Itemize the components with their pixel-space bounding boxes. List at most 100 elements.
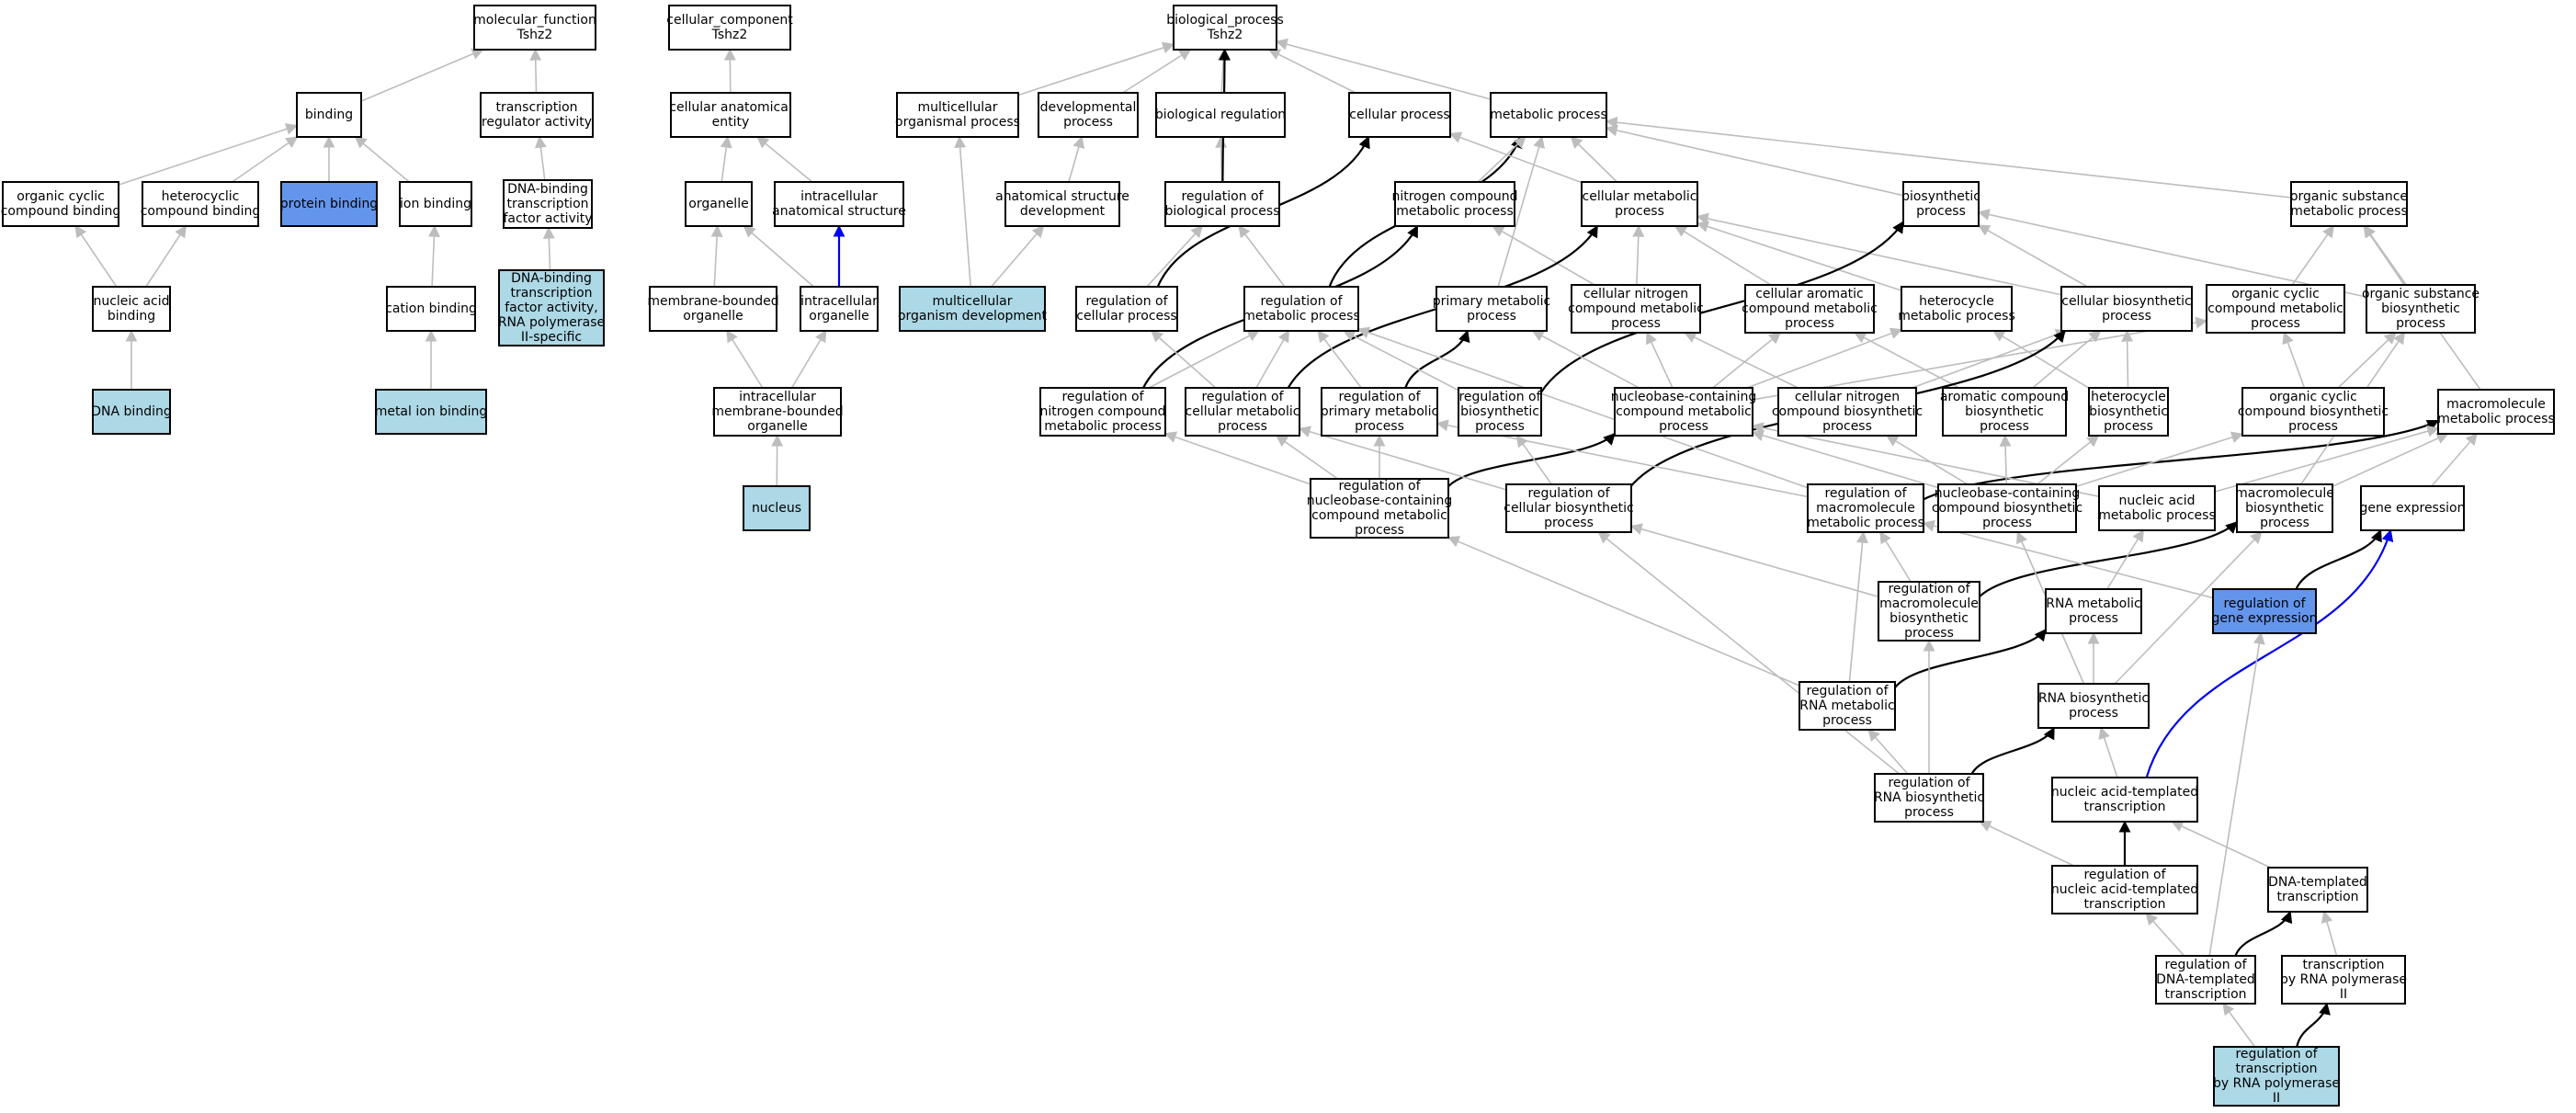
edge-is-a — [1632, 224, 1645, 286]
edge-is-a — [1267, 49, 1356, 94]
node-metp[interactable]: metabolic process — [1490, 92, 1607, 138]
node-organelle[interactable]: organelle — [685, 181, 753, 227]
edge-is-a — [1317, 329, 1362, 389]
node-ionb[interactable]: ion binding — [399, 181, 472, 227]
node-label-line: process — [1544, 516, 1594, 530]
edge-is-a — [1848, 530, 1868, 683]
node-dnab[interactable]: DNA binding — [91, 389, 172, 435]
node-mib[interactable]: metal ion binding — [375, 389, 488, 435]
edge-is-a — [2222, 1002, 2256, 1048]
node-label-line: regulation of — [1061, 390, 1144, 404]
node-binding[interactable]: binding — [296, 92, 362, 138]
node-label-line: Tshz2 — [711, 28, 748, 42]
node-box — [1075, 286, 1178, 332]
node-breg[interactable]: biological regulation — [1155, 92, 1286, 138]
node-box — [2267, 867, 2368, 913]
node-label-line: primary metabolic — [1321, 404, 1439, 419]
node-rmbp[interactable]: regulation ofmacromoleculebiosyntheticpr… — [1878, 581, 1980, 642]
node-label-line: organic cyclic — [2269, 390, 2357, 404]
node-box — [142, 181, 259, 227]
node-catb[interactable]: cation binding — [385, 286, 477, 332]
node-box — [2, 181, 119, 227]
node-box — [1321, 387, 1438, 437]
node-rnccmp[interactable]: regulation ofnucleobase-containingcompou… — [1307, 478, 1453, 539]
node-label-line: anatomical structure — [772, 204, 906, 219]
node-protb[interactable]: protein binding — [280, 181, 378, 227]
node-label-line: biological regulation — [1155, 108, 1286, 122]
node-label-line: binding — [305, 108, 353, 122]
node-label-line: organelle — [809, 309, 868, 324]
edge-is-a — [118, 123, 299, 186]
node-cellp[interactable]: cellular process — [1348, 92, 1451, 138]
node-label-line: biosynthetic — [2381, 301, 2460, 316]
node-box — [1937, 483, 2077, 533]
node-label-line: regulation of — [1806, 684, 1889, 698]
node-nucleus[interactable]: nucleus — [743, 485, 811, 531]
node-label-line: metabolic process — [1807, 516, 1924, 530]
node-label-line: biological_process — [1166, 13, 1284, 28]
node-ge[interactable]: gene expression — [2360, 485, 2466, 531]
node-label-line: organelle — [688, 197, 748, 211]
node-label-line: compound metabolic — [1616, 404, 1752, 419]
node-label-line: biosynthetic — [1460, 404, 1539, 419]
